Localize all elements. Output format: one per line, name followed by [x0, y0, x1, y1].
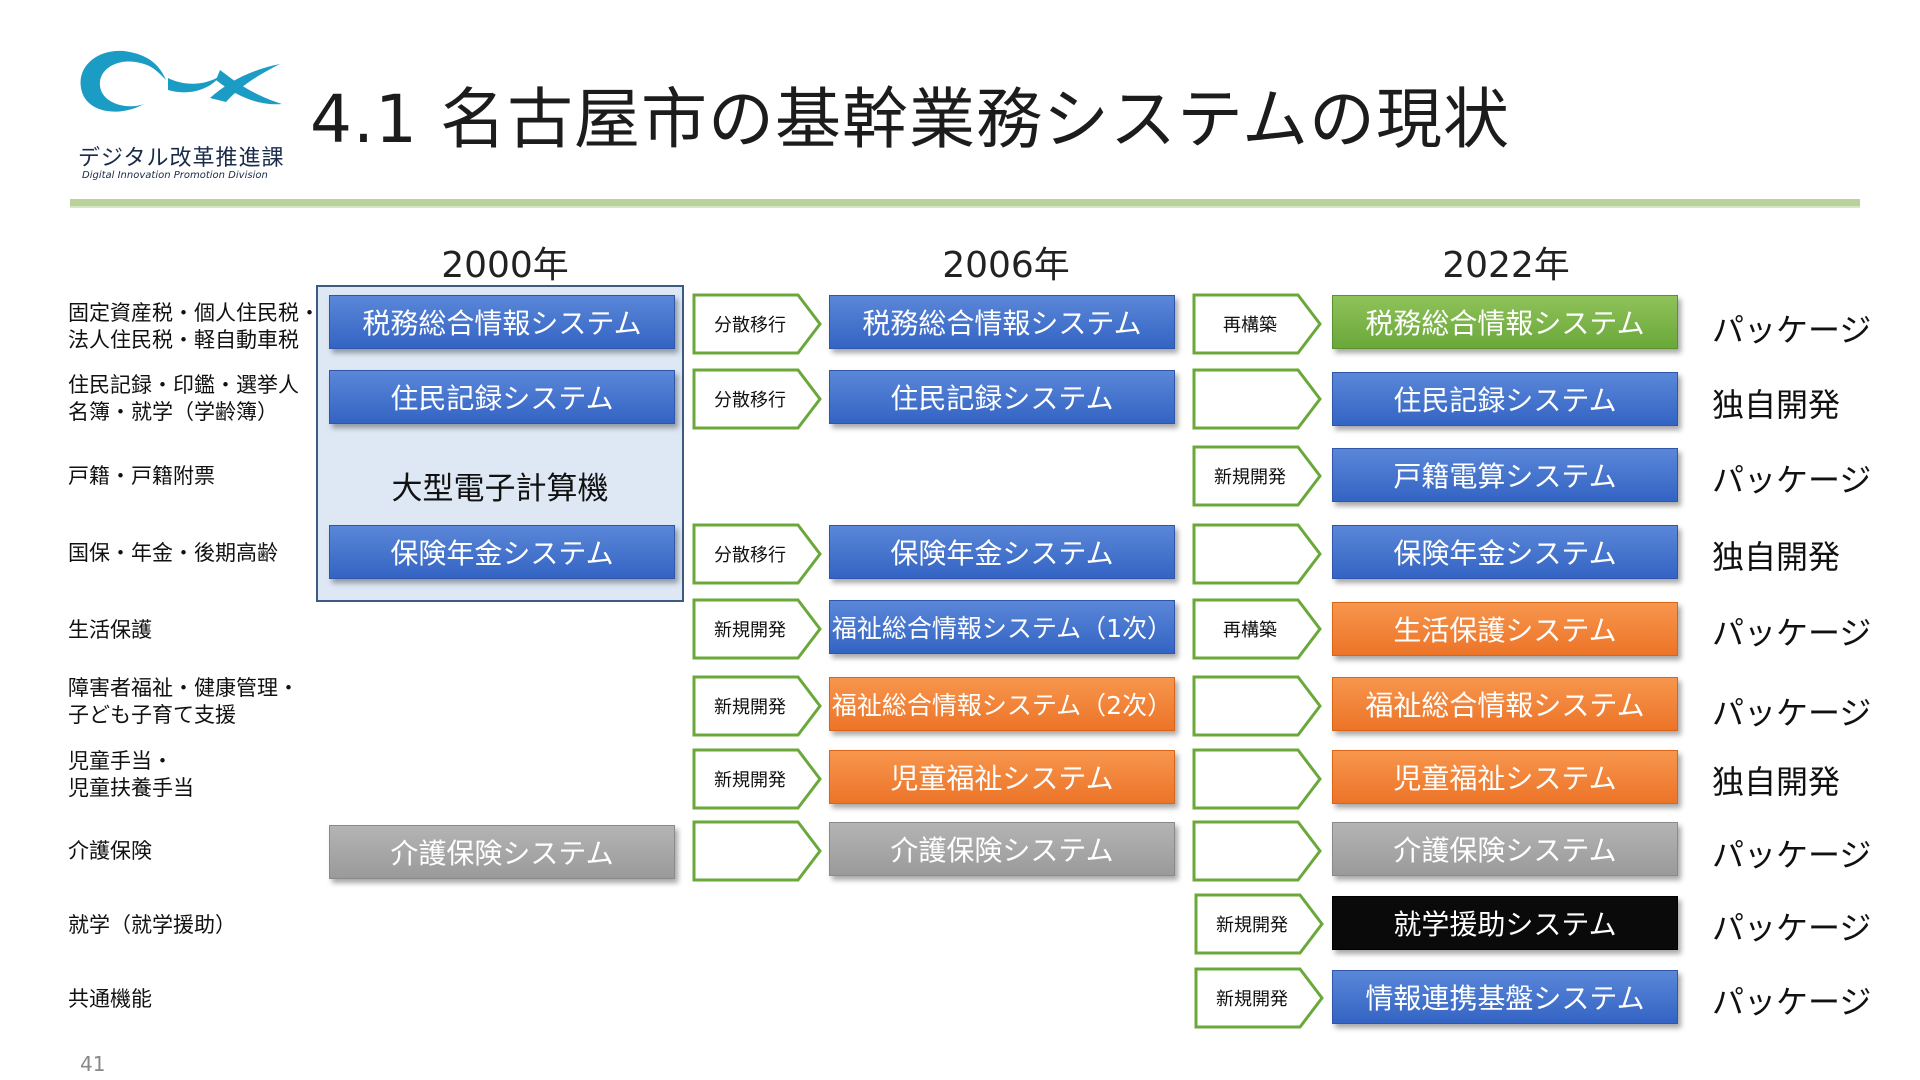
dev-type: パッケージ [1712, 909, 1872, 947]
dev-type: 独自開発 [1712, 763, 1841, 801]
logo-text-en: Digital Innovation Promotion Division [82, 170, 268, 181]
row-label: 障害者福祉・健康管理・ 子ども子育て支援 [68, 676, 299, 727]
dev-type: パッケージ [1712, 694, 1872, 732]
dev-type: パッケージ [1712, 983, 1872, 1021]
system-box-2000: 保険年金システム [329, 525, 675, 579]
system-box-2000: 介護保険システム [329, 825, 675, 879]
year-header-2006: 2006年 [942, 245, 1070, 286]
system-box-2006: 福祉総合情報システム（2次） [829, 677, 1175, 731]
system-box-2022: 戸籍電算システム [1332, 448, 1678, 502]
row-label: 国保・年金・後期高齢 [68, 541, 278, 565]
row-label: 共通機能 [68, 987, 152, 1011]
migration-arrow [1192, 675, 1324, 737]
system-box-2022: 情報連携基盤システム [1332, 970, 1678, 1024]
migration-arrow: 再構築 [1192, 293, 1324, 355]
system-box-2006: 住民記録システム [829, 370, 1175, 424]
migration-arrow: 新規開発 [1194, 967, 1326, 1029]
logo-text-jp: デジタル改革推進課 [78, 146, 285, 171]
dev-type: 独自開発 [1712, 538, 1841, 576]
system-box-2006: 介護保険システム [829, 822, 1175, 876]
migration-arrow [1192, 368, 1324, 430]
dev-type: 独自開発 [1712, 386, 1841, 424]
migration-arrow: 新規開発 [1194, 893, 1326, 955]
page-title: 4.1 名古屋市の基幹業務システムの現状 [310, 81, 1510, 158]
system-box-2000: 税務総合情報システム [329, 295, 675, 349]
row-label: 戸籍・戸籍附票 [68, 464, 215, 488]
migration-arrow: 新規開発 [692, 748, 824, 810]
row-label: 住民記録・印鑑・選挙人 名簿・就学（学齢簿） [68, 373, 299, 424]
row-label: 生活保護 [68, 618, 152, 642]
system-box-2000: 住民記録システム [329, 370, 675, 424]
system-box-2006: 福祉総合情報システム（1次） [829, 600, 1175, 654]
system-box-2006: 税務総合情報システム [829, 295, 1175, 349]
system-box-2022: 税務総合情報システム [1332, 295, 1678, 349]
system-box-2022: 住民記録システム [1332, 372, 1678, 426]
migration-arrow: 分散移行 [692, 293, 824, 355]
dev-type: パッケージ [1712, 836, 1872, 874]
migration-arrow: 新規開発 [692, 675, 824, 737]
dev-type: パッケージ [1712, 461, 1872, 499]
migration-arrow: 新規開発 [692, 598, 824, 660]
system-box-2006: 保険年金システム [829, 525, 1175, 579]
system-box-2022: 保険年金システム [1332, 525, 1678, 579]
migration-arrow [1192, 523, 1324, 585]
system-box-2022: 就学援助システム [1332, 896, 1678, 950]
dev-type: パッケージ [1712, 614, 1872, 652]
title-divider [70, 199, 1860, 208]
logo: デジタル改革推進課 Digital Innovation Promotion D… [70, 40, 295, 190]
system-box-2022: 生活保護システム [1332, 602, 1678, 656]
migration-arrow: 分散移行 [692, 368, 824, 430]
migration-arrow [1192, 748, 1324, 810]
row-label: 介護保険 [68, 839, 152, 863]
wave-logo-icon [80, 50, 282, 112]
system-box-2006: 児童福祉システム [829, 750, 1175, 804]
system-box-2022: 介護保険システム [1332, 822, 1678, 876]
page-number: 41 [80, 1052, 106, 1076]
migration-arrow [692, 820, 824, 882]
year-header-2022: 2022年 [1442, 245, 1570, 286]
system-box-2022: 福祉総合情報システム [1332, 677, 1678, 731]
migration-arrow [1192, 820, 1324, 882]
row-label: 児童手当・ 児童扶養手当 [68, 749, 194, 800]
migration-arrow: 分散移行 [692, 523, 824, 585]
row-label: 固定資産税・個人住民税・ 法人住民税・軽自動車税 [68, 301, 320, 352]
dev-type: パッケージ [1712, 311, 1872, 349]
migration-arrow: 新規開発 [1192, 445, 1324, 507]
mainframe-label: 大型電子計算機 [391, 471, 609, 507]
migration-arrow: 再構築 [1192, 598, 1324, 660]
system-box-2022: 児童福祉システム [1332, 750, 1678, 804]
row-label: 就学（就学援助） [68, 913, 236, 937]
year-header-2000: 2000年 [441, 245, 569, 286]
